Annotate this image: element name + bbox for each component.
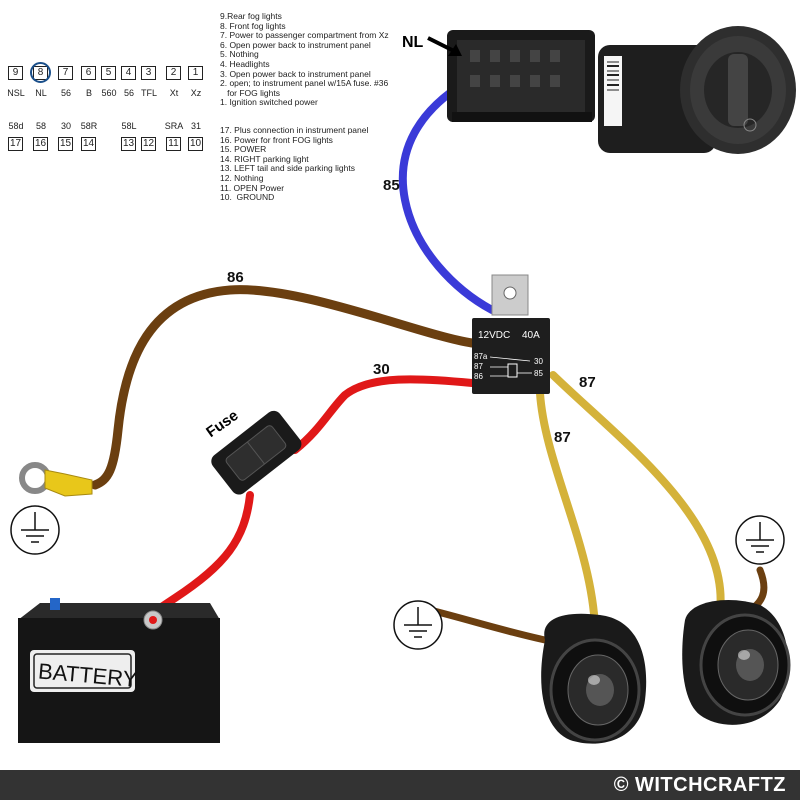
bottom-pin-10: 10 <box>188 137 203 151</box>
relay-rating-voltage: 12VDC <box>478 330 510 341</box>
top-pin-6: 6 <box>81 66 96 80</box>
legend-line: 10. GROUND <box>220 192 275 203</box>
top-pin-label-1: Xz <box>190 88 202 98</box>
top-pin-label-8: NL <box>35 88 47 98</box>
legend-line: 15. POWER <box>220 144 267 155</box>
wire-85 <box>398 78 496 314</box>
ground-symbol-lamp-left <box>393 600 443 650</box>
bottom-pin-13: 13 <box>121 137 136 151</box>
top-pin-7: 7 <box>58 66 73 80</box>
bottom-pin-16: 16 <box>33 137 48 151</box>
ring-terminal <box>19 462 93 497</box>
copyright-text: © WITCHCRAFTZ <box>613 774 786 796</box>
wire-87-right-label: 87 <box>579 374 596 391</box>
bottom-pin-label-17: 58d <box>8 121 24 131</box>
bottom-pin-label-13: 58L <box>121 121 137 131</box>
wire-30 <box>291 375 476 454</box>
fog-lamp-left <box>541 613 647 744</box>
legend-line: for FOG lights <box>220 87 280 98</box>
bottom-pin-label-14: 58R <box>80 121 98 131</box>
relay-pin-86: 86 <box>474 372 483 381</box>
bottom-pin-label-10: 31 <box>190 121 201 131</box>
top-pin-1: 1 <box>188 66 203 80</box>
top-pin-label-6: B <box>85 88 92 98</box>
wire-85-label: 85 <box>383 177 400 194</box>
top-pin-label-5: 560 <box>101 88 117 98</box>
legend-line: 4. Headlights <box>220 58 270 69</box>
legend-line: 17. Plus connection in instrument panel <box>220 125 369 135</box>
bottom-pin-label-11: SRA <box>164 121 184 131</box>
fog-lamp-right <box>682 600 791 725</box>
bottom-pin-15: 15 <box>58 137 73 151</box>
headlight-switch <box>598 26 796 154</box>
top-pin-label-4: 56 <box>123 88 134 98</box>
bottom-pin-12: 12 <box>141 137 156 151</box>
relay-rating-amps: 40A <box>522 330 540 341</box>
wire-87-right <box>549 371 725 616</box>
wire-87-left-label: 87 <box>554 429 571 446</box>
light-switch-connector <box>447 30 595 122</box>
relay-pin-87a: 87a <box>474 352 488 361</box>
ground-symbol-lamp-right <box>735 515 785 565</box>
nl-arrow <box>427 36 462 56</box>
wire-86 <box>90 285 477 490</box>
top-pin-5: 5 <box>101 66 116 80</box>
legend-line: 3. Open power back to instrument panel <box>220 68 371 79</box>
top-pin-label-3: TFL <box>140 88 157 98</box>
legend-line: 6. Open power back to instrument panel <box>220 39 371 50</box>
bottom-pin-label-15: 30 <box>60 121 71 131</box>
fuse-label: Fuse <box>203 407 241 441</box>
relay-pin-85: 85 <box>534 369 543 378</box>
top-pin-label-9: NSL <box>7 88 25 98</box>
relay: 12VDC 40A 87a 87 86 30 85 <box>472 274 550 394</box>
wire-30-label: 30 <box>373 361 390 378</box>
footer-bar: © WITCHCRAFTZ <box>0 770 800 800</box>
pin-highlight-circle <box>30 62 51 83</box>
bottom-pin-17: 17 <box>8 137 23 151</box>
top-pin-label-2: Xt <box>169 88 179 98</box>
legend-line: 14. RIGHT parking light <box>220 153 309 164</box>
legend-line: 11. OPEN Power <box>220 182 285 193</box>
relay-pin-30: 30 <box>534 357 543 366</box>
fuse-holder <box>211 410 302 495</box>
legend-line: 13. LEFT tail and side parking lights <box>220 163 355 174</box>
top-pin-label-7: 56 <box>60 88 71 98</box>
legend-line: 8. Front fog lights <box>220 20 286 31</box>
bottom-pin-11: 11 <box>166 137 181 151</box>
ground-symbol-left <box>10 505 60 555</box>
top-pin-2: 2 <box>166 66 181 80</box>
top-pin-9: 9 <box>8 66 23 80</box>
relay-pin-87: 87 <box>474 362 483 371</box>
legend-line: 12. Nothing <box>220 172 264 183</box>
top-pin-3: 3 <box>141 66 156 80</box>
wire-86-label: 86 <box>227 269 244 286</box>
legend-line: 1. Ignition switched power <box>220 97 318 108</box>
wire-fuse-battery <box>156 491 254 612</box>
top-pin-4: 4 <box>121 66 136 80</box>
legend-line: 7. Power to passenger compartment from X… <box>220 30 389 41</box>
legend-line: 9.Rear fog lights <box>220 11 282 21</box>
legend-line: 5. Nothing <box>220 49 259 60</box>
legend-line: 16. Power for front FOG lights <box>220 134 333 145</box>
bottom-pin-14: 14 <box>81 137 96 151</box>
ground-wire-left-lamp <box>426 606 549 644</box>
legend-line: 2. open; to instrument panel w/15A fuse.… <box>220 78 389 89</box>
battery <box>18 598 220 743</box>
connector-nl-label: NL <box>402 34 424 51</box>
bottom-pin-label-16: 58 <box>35 121 46 131</box>
